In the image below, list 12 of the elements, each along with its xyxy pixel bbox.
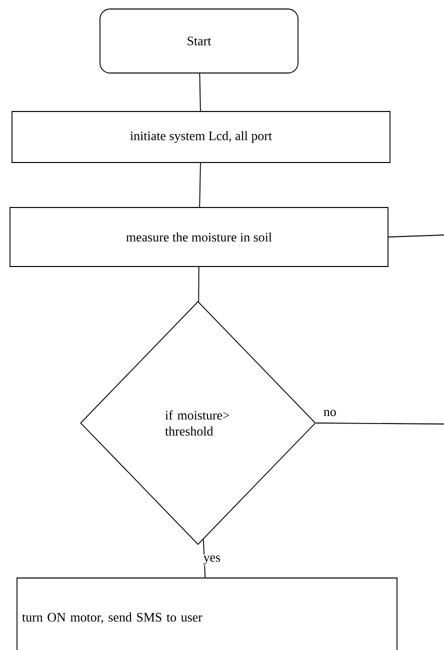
edge-label: no xyxy=(322,408,338,418)
process-box: initiate system Lcd, all port xyxy=(12,111,390,163)
connector-line xyxy=(388,234,444,238)
process-box: turn ON motor, send SMS to user xyxy=(16,578,398,650)
connector-line xyxy=(199,162,201,208)
edge-label: yes xyxy=(202,554,222,566)
connector-line xyxy=(202,538,206,578)
connector-line xyxy=(316,422,444,424)
connector-line xyxy=(199,73,201,112)
process-box: measure the moisture in soil xyxy=(10,207,388,267)
start-terminal: Start xyxy=(100,8,298,74)
connector-line xyxy=(198,266,200,302)
